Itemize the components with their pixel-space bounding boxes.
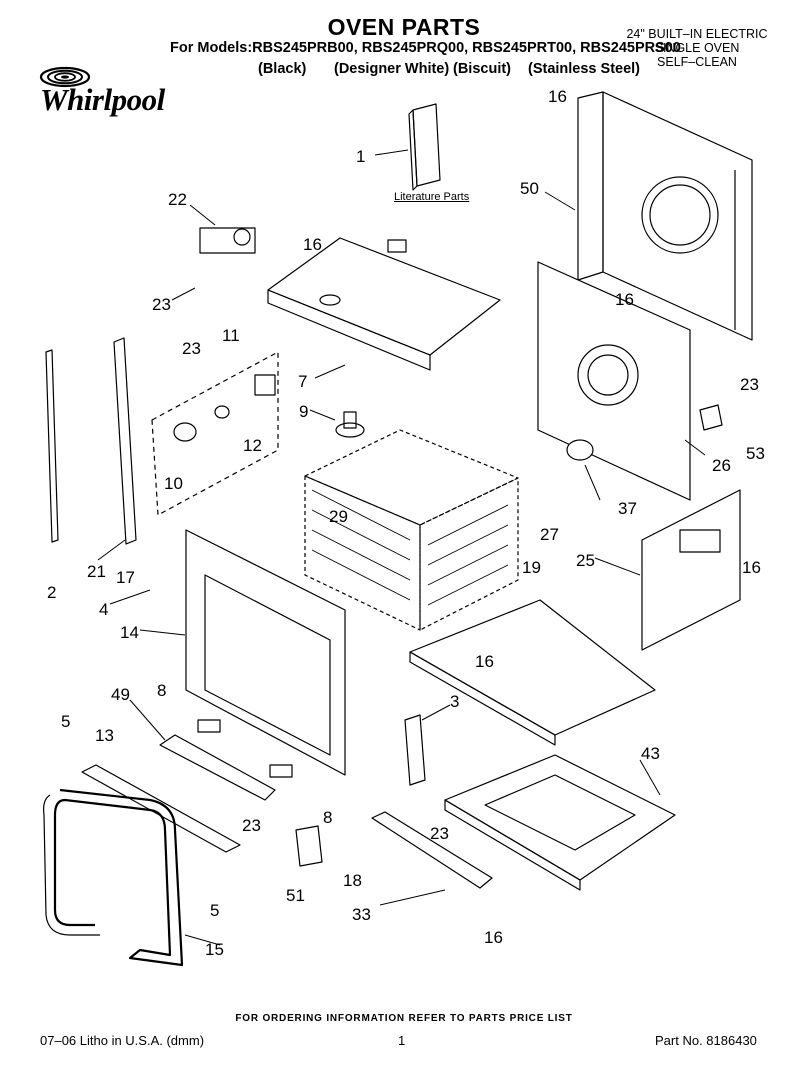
part-14-front-frame [185,529,346,776]
callout-14: 14 [120,623,139,642]
callout-5: 5 [210,901,220,920]
callout-11: 11 [222,326,240,345]
brand-logo: Whirlpool [40,82,165,117]
callout-4: 4 [99,600,109,619]
callout-16: 16 [742,558,761,577]
callout-10: 10 [164,474,183,493]
part-25-side-panel [641,489,741,651]
part-27-oven-cavity [304,429,519,631]
color-biscuit: (Biscuit) [453,61,511,77]
callout-15: 15 [205,940,224,959]
color-black: (Black) [258,61,307,77]
callout-7: 7 [298,372,308,391]
callout-5: 5 [61,712,71,731]
product-line-2: SINGLE OVEN [654,41,740,55]
callout-23: 23 [430,824,449,843]
literature-label: Literature Parts [394,191,470,203]
callout-29: 29 [329,507,348,526]
part-22-switch [199,227,256,254]
callout-25: 25 [576,551,595,570]
callout-1: 1 [356,147,366,166]
callout-23: 23 [242,816,261,835]
part-7-top-panel [267,237,501,371]
part-13-51-rail [81,764,241,853]
callout-23: 23 [152,295,171,314]
callout-19: 19 [522,558,541,577]
parts-10-11-12-group [151,351,279,516]
part-15-door-gasket [43,788,184,967]
part-9-sensor [335,411,365,438]
part-2-trim [45,349,59,543]
part-8-blocks [197,719,293,778]
callout-23: 23 [182,339,201,358]
part-50-rear-panel [577,91,753,341]
ordering-note: FOR ORDERING INFORMATION REFER TO PARTS … [235,1013,573,1024]
callout-27: 27 [540,525,559,544]
callout-51: 51 [286,886,305,905]
callout-3: 3 [450,692,460,711]
callout-43: 43 [641,744,660,763]
product-line-1: 24" BUILT–IN ELECTRIC [626,27,768,41]
whirlpool-swirl-icon [39,66,91,88]
callout-53: 53 [746,444,765,463]
callout-13: 13 [95,726,114,745]
callout-17: 17 [116,568,135,587]
product-description: 24" BUILT–IN ELECTRIC SINGLE OVEN SELF–C… [612,27,782,69]
model-list: For Models:RBS245PRB00, RBS245PRQ00, RBS… [170,40,681,56]
litho-note: 07–06 Litho in U.S.A. (dmm) [40,1033,205,1048]
part-43-drawer-frame [444,754,676,891]
color-stainless: (Stainless Steel) [528,61,641,77]
callout-16: 16 [548,87,567,106]
callout-26: 26 [712,456,731,475]
callout-12: 12 [243,436,262,455]
page-number: 1 [398,1033,406,1048]
part-number: Part No. 8186430 [655,1033,757,1048]
callout-8: 8 [323,808,333,827]
callout-8: 8 [157,681,167,700]
callout-16: 16 [303,235,322,254]
callout-49: 49 [111,685,130,704]
leader-lines [97,149,706,946]
color-designer-white: (Designer White) [334,61,450,77]
callout-2: 2 [47,583,57,602]
callout-16: 16 [615,290,634,309]
part-21-trim [113,337,137,545]
callout-18: 18 [343,871,362,890]
callout-9: 9 [299,402,309,421]
page-title: OVEN PARTS [327,14,481,40]
part-37-gasket [566,439,594,461]
callout-16: 16 [484,928,503,947]
part-19-bottom-panel [409,599,656,746]
part-33-kick-plate [371,811,493,889]
callout-50: 50 [520,179,539,198]
part-18-bracket [295,825,323,867]
callout-23: 23 [740,375,759,394]
callout-22: 22 [168,190,187,209]
part-3-bracket [404,714,426,786]
part-49-bracket [159,734,276,801]
part-53-bracket [699,404,723,431]
part-1-literature [408,103,441,191]
callout-21: 21 [87,562,106,581]
product-line-3: SELF–CLEAN [657,55,737,69]
callout-16: 16 [475,652,494,671]
callout-37: 37 [618,499,637,518]
callout-33: 33 [352,905,371,924]
